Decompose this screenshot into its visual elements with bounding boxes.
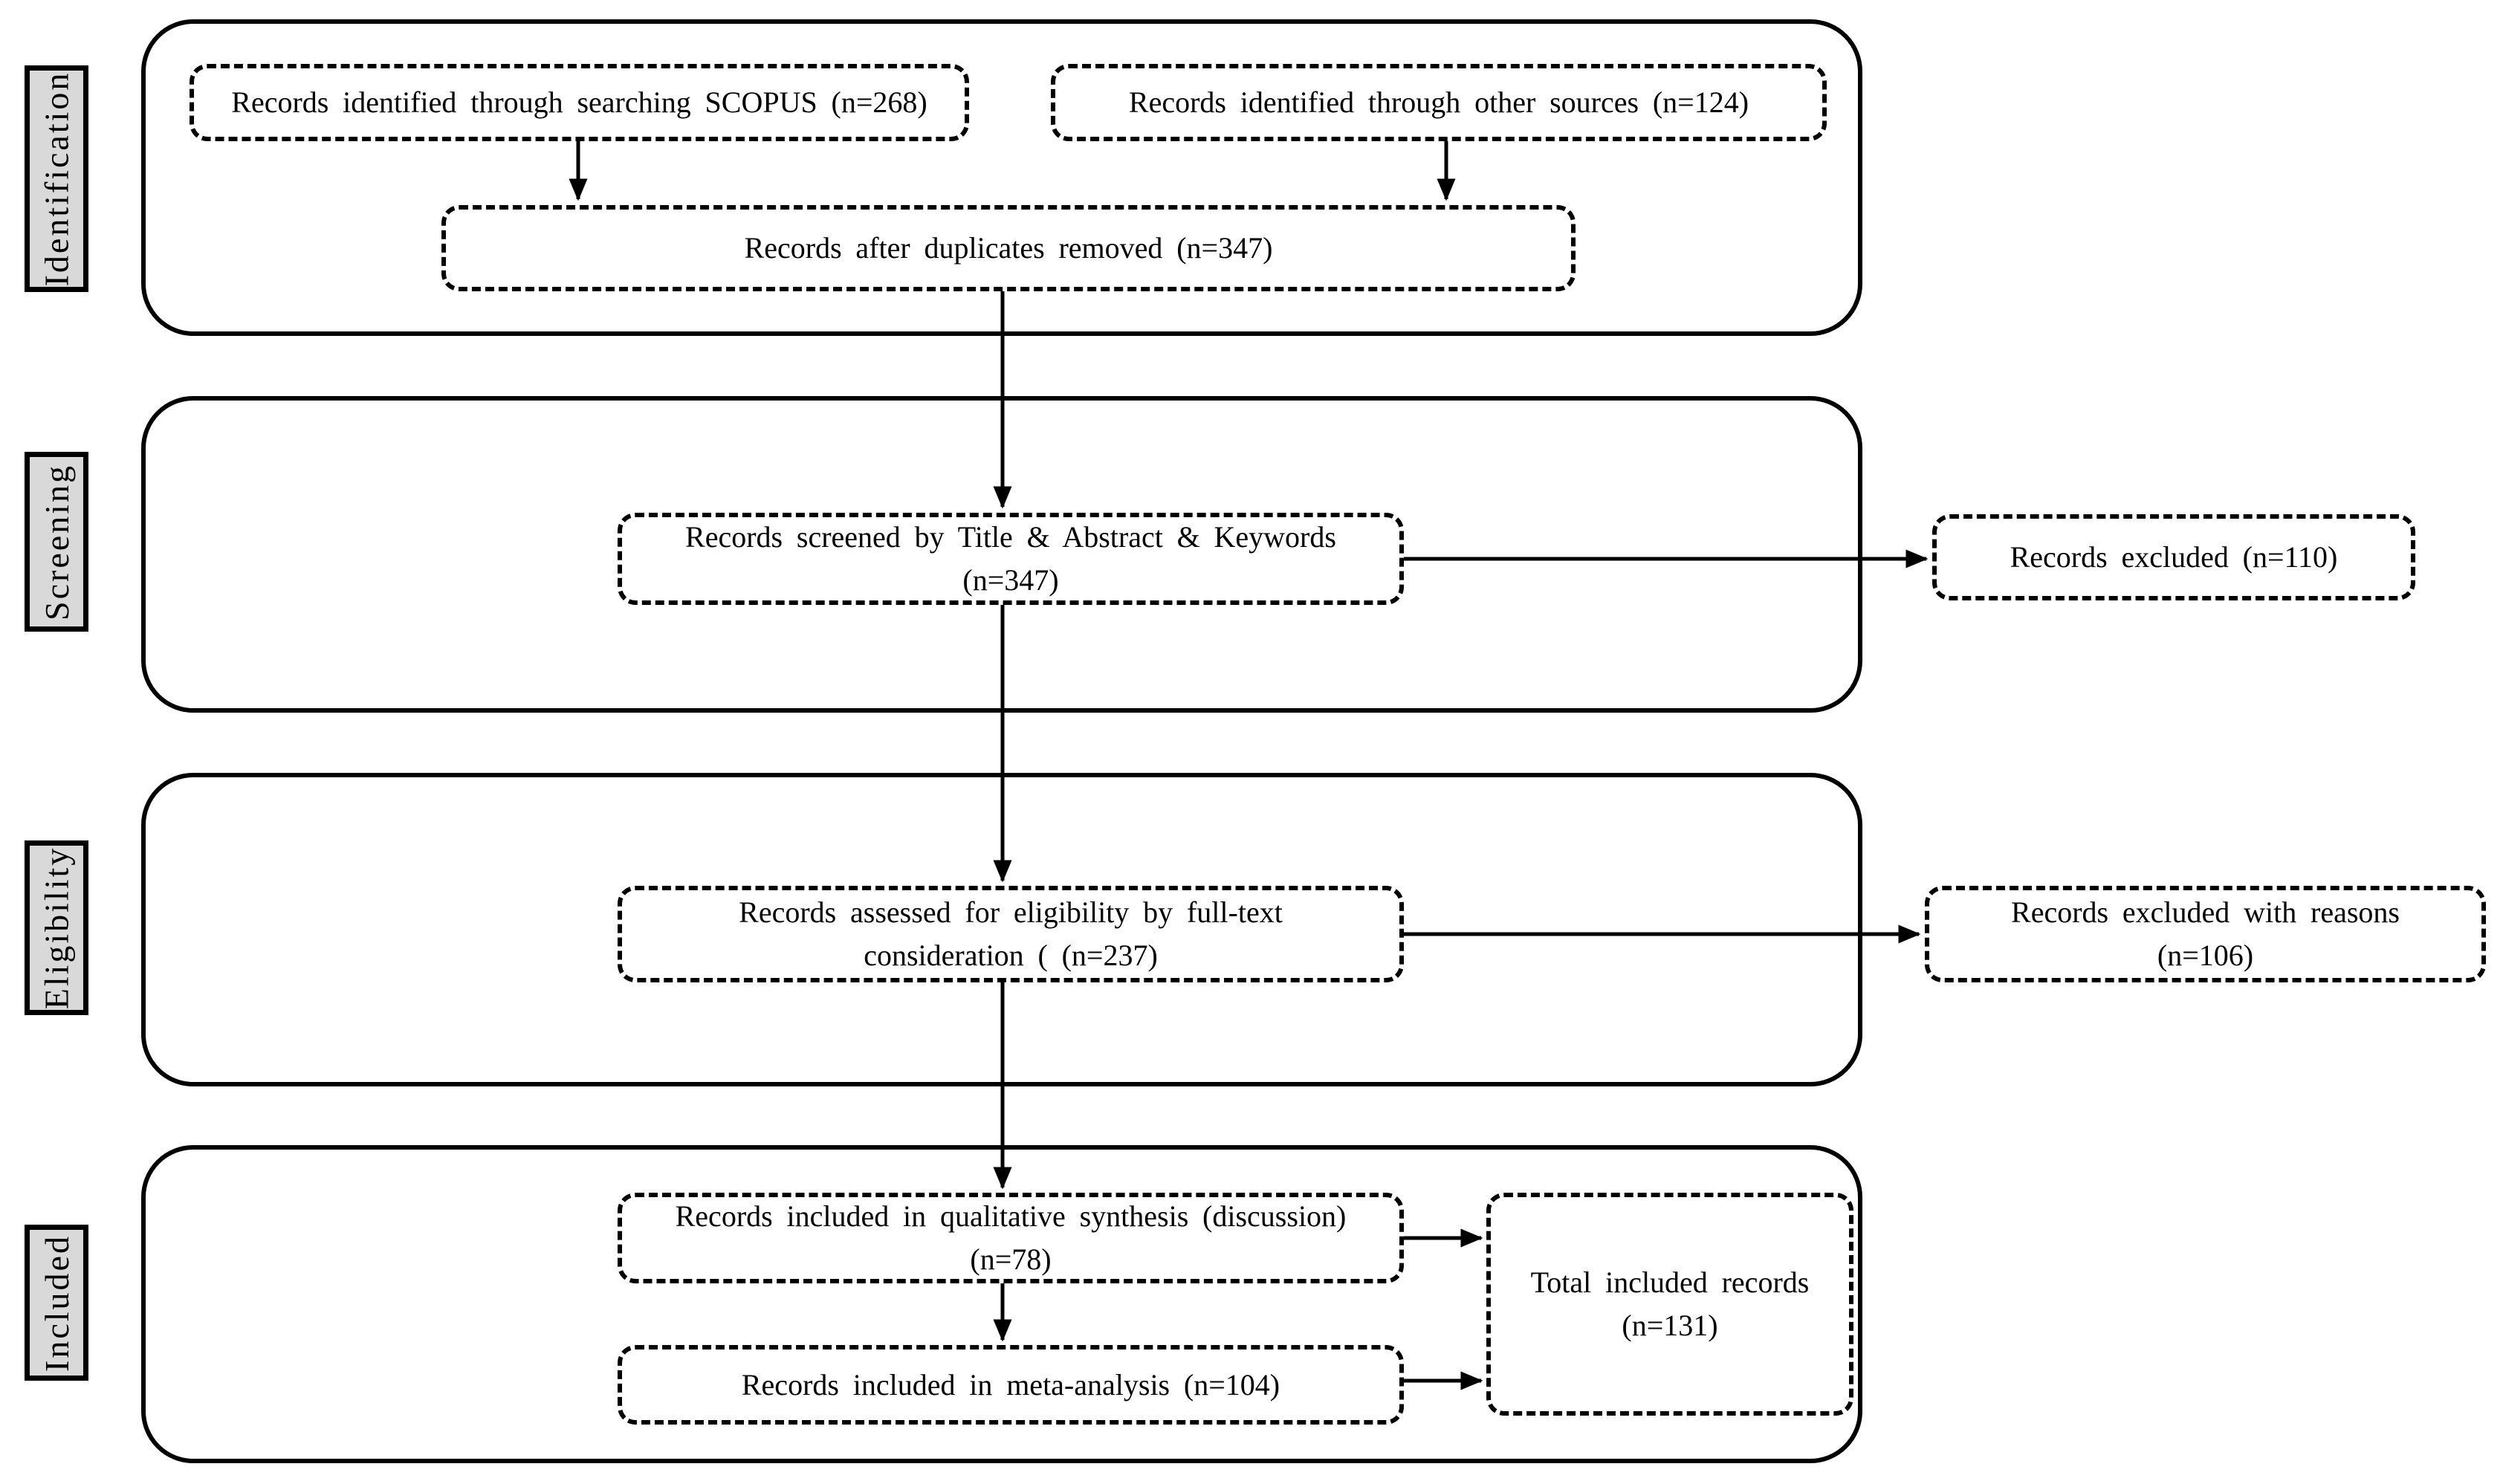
box-meta-analysis: Records included in meta-analysis (n=104… — [618, 1345, 1404, 1425]
stage-label-eligibility: Eligibility — [25, 840, 88, 1015]
box-eligibility-fulltext-line2: consideration ( (n=237) — [864, 939, 1158, 972]
box-qualitative-synthesis-line1: Records included in qualitative synthesi… — [675, 1199, 1347, 1233]
box-excluded-with-reasons: Records excluded with reasons (n=106) — [1925, 886, 2486, 982]
box-duplicates-removed: Records after duplicates removed (n=347) — [441, 205, 1576, 291]
box-records-screened-line2: (n=347) — [962, 563, 1059, 597]
stage-label-identification-text: Identification — [37, 71, 76, 287]
box-excluded-with-reasons-line1: Records excluded with reasons — [2011, 895, 2400, 929]
box-records-other-sources-text: Records identified through other sources… — [1128, 85, 1749, 119]
stage-label-screening-text: Screening — [37, 463, 76, 621]
box-total-included-line2: (n=131) — [1622, 1309, 1718, 1342]
box-total-included-line1: Total included records — [1530, 1266, 1810, 1299]
box-qualitative-synthesis-line2: (n=78) — [970, 1242, 1052, 1276]
stage-label-eligibility-text: Eligibility — [37, 846, 76, 1010]
stage-label-included-text: Included — [37, 1234, 76, 1372]
box-records-excluded: Records excluded (n=110) — [1932, 514, 2415, 600]
box-records-screened: Records screened by Title & Abstract & K… — [618, 513, 1404, 605]
box-meta-analysis-text: Records included in meta-analysis (n=104… — [741, 1367, 1280, 1402]
box-excluded-with-reasons-line2: (n=106) — [2157, 939, 2254, 972]
box-duplicates-removed-text: Records after duplicates removed (n=347) — [744, 231, 1273, 265]
stage-label-screening: Screening — [25, 452, 88, 632]
box-eligibility-fulltext: Records assessed for eligibility by full… — [618, 886, 1404, 982]
box-records-scopus: Records identified through searching SCO… — [190, 64, 969, 141]
box-qualitative-synthesis: Records included in qualitative synthesi… — [618, 1193, 1404, 1283]
box-total-included: Total included records (n=131) — [1486, 1193, 1853, 1416]
box-records-other-sources: Records identified through other sources… — [1051, 64, 1827, 141]
stage-label-identification: Identification — [25, 65, 88, 292]
box-records-excluded-text: Records excluded (n=110) — [2010, 540, 2338, 574]
stage-label-included: Included — [25, 1225, 88, 1381]
box-records-screened-line1: Records screened by Title & Abstract & K… — [685, 520, 1336, 554]
box-records-scopus-text: Records identified through searching SCO… — [231, 85, 927, 119]
box-eligibility-fulltext-line1: Records assessed for eligibility by full… — [739, 895, 1283, 929]
